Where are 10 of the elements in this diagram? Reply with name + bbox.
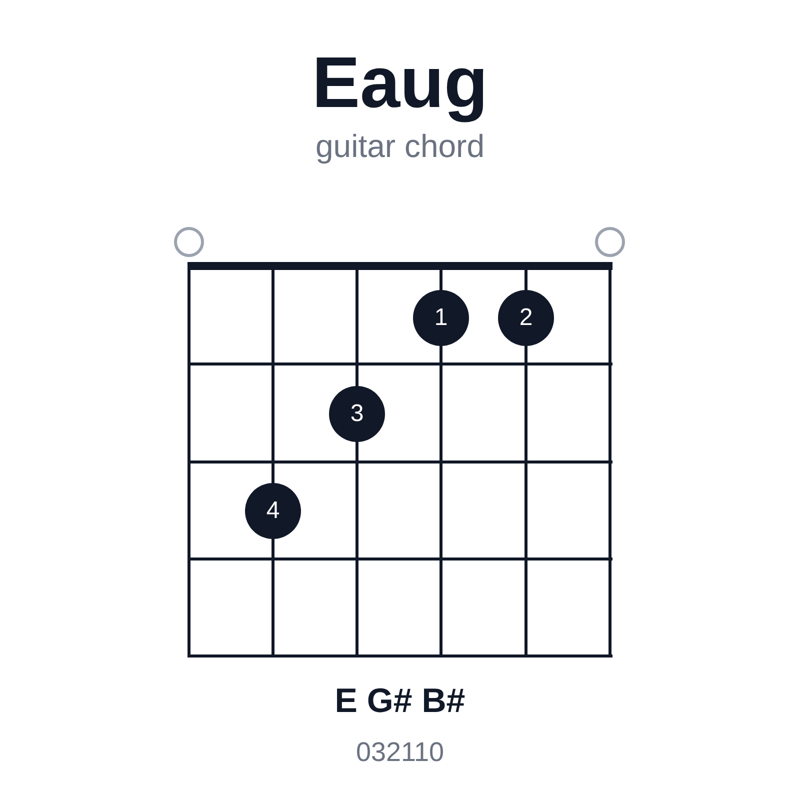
finger-dot: 1 — [413, 290, 469, 346]
open-string-circle — [174, 227, 204, 257]
chord-title: Eaug — [310, 42, 490, 124]
open-string-circle — [595, 227, 625, 257]
chord-notes: E G# B# — [334, 682, 466, 721]
finger-dot: 2 — [498, 290, 554, 346]
fingering-code: 032110 — [354, 737, 446, 768]
finger-dot: 4 — [245, 483, 301, 539]
subtitle: guitar chord — [314, 128, 486, 165]
finger-dot: 3 — [329, 386, 385, 442]
